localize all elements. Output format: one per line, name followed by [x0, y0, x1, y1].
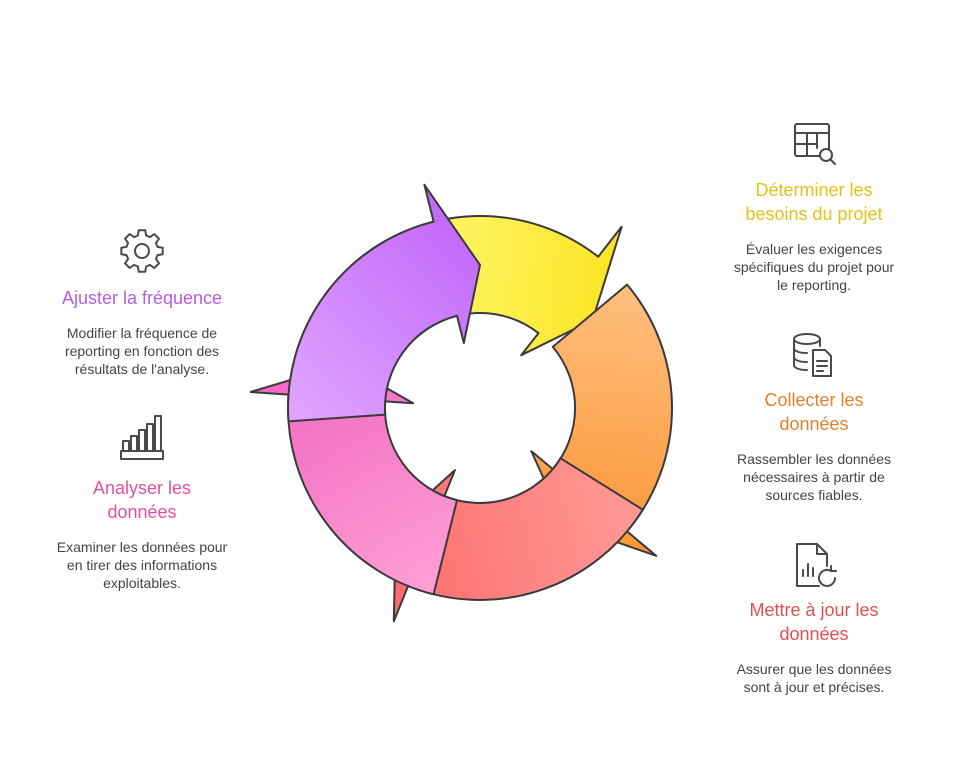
bar-chart-icon [120, 415, 164, 460]
database-document-icon [793, 333, 832, 377]
table-search-icon [794, 123, 836, 165]
step-adjust: Ajuster la fréquence Modifier la fréquen… [28, 226, 256, 378]
step-title: Ajuster la fréquence [61, 288, 223, 308]
gear-icon [120, 229, 164, 273]
cycle-arrow-adjust [287, 183, 481, 423]
file-chart-refresh-icon [796, 543, 837, 587]
